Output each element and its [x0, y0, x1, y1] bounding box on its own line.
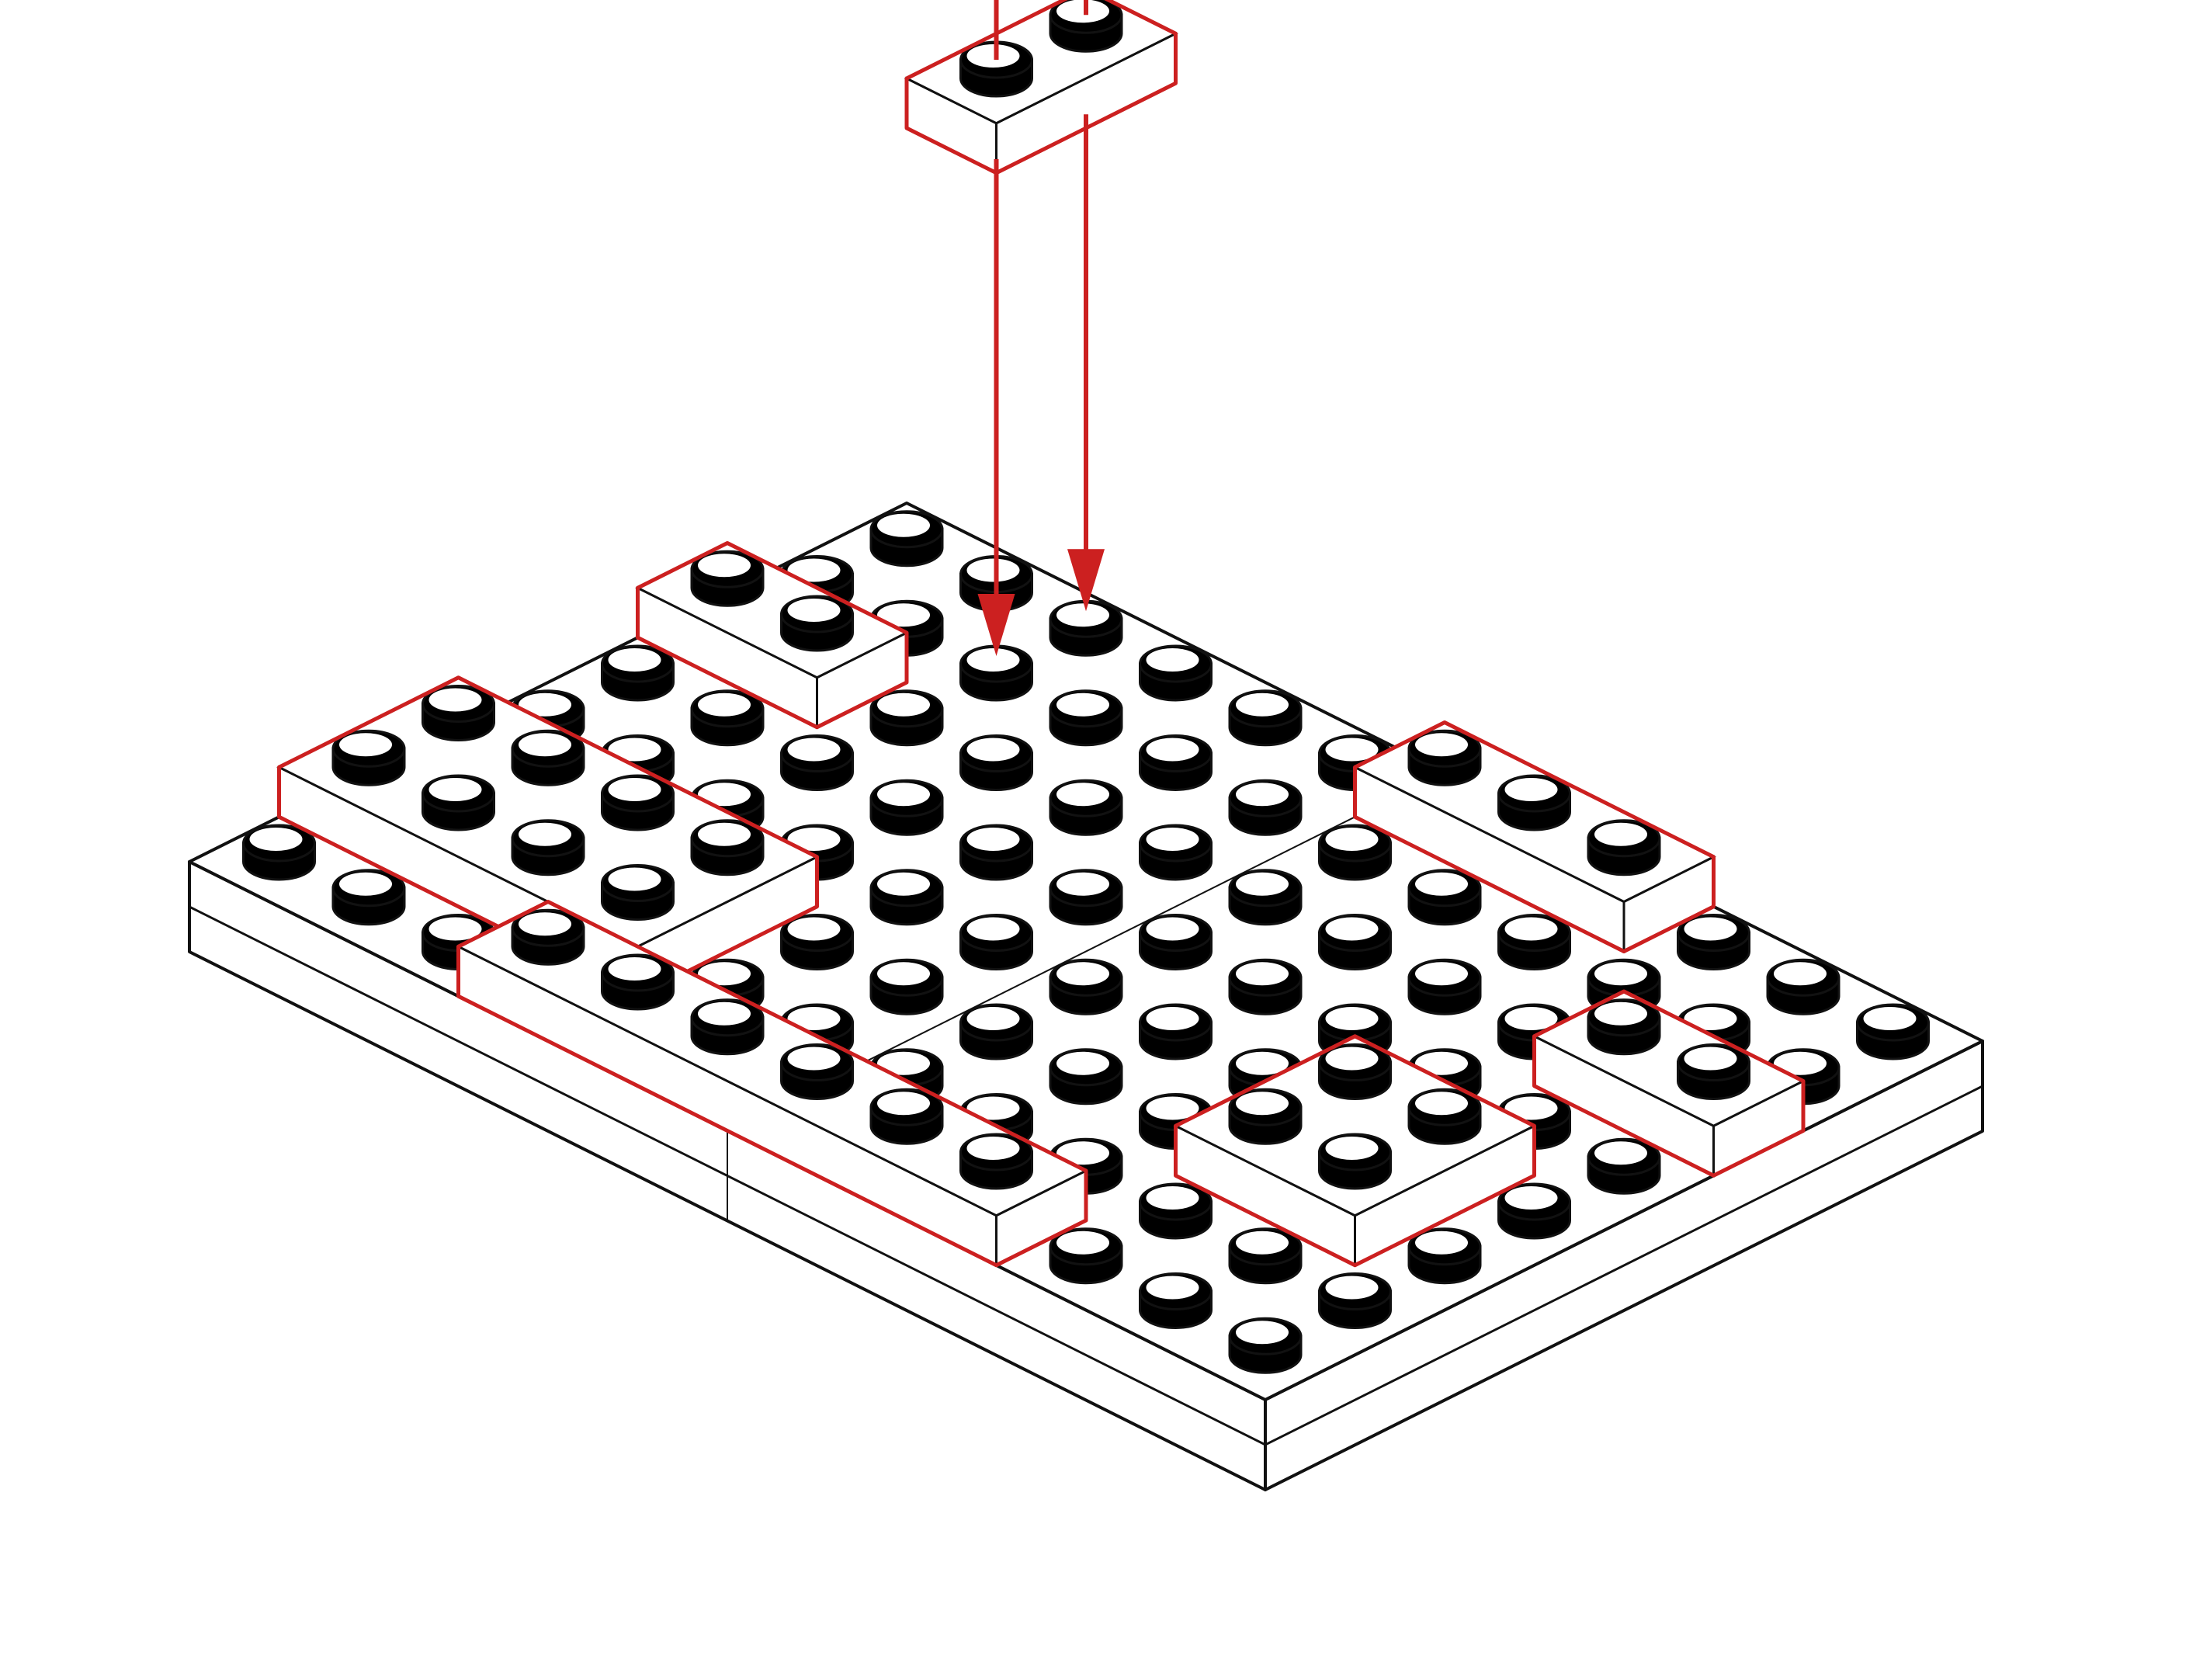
stud [602, 866, 674, 920]
stud [1230, 780, 1301, 835]
stud [1140, 1005, 1212, 1059]
stud [1409, 870, 1480, 925]
stud [1320, 825, 1391, 880]
stud [692, 1000, 763, 1054]
stud [423, 776, 494, 830]
stud [1050, 691, 1122, 745]
stud [1230, 1318, 1301, 1373]
stud [1230, 1089, 1301, 1144]
stud [1050, 1050, 1122, 1104]
stud [1499, 915, 1570, 970]
stud [1140, 825, 1212, 880]
stud [1588, 1139, 1660, 1193]
stud [1409, 960, 1480, 1014]
stud [333, 731, 404, 785]
stud [871, 512, 942, 566]
stud [1230, 1229, 1301, 1283]
stud [1140, 915, 1212, 970]
stud [692, 551, 763, 606]
stud [423, 686, 494, 741]
stud [1588, 821, 1660, 875]
stud [1320, 1045, 1391, 1099]
stud [602, 776, 674, 830]
stud [961, 1005, 1032, 1059]
stud [1320, 1134, 1391, 1189]
stud [1858, 1005, 1929, 1059]
stud [1409, 1089, 1480, 1144]
stud [782, 915, 853, 970]
stud [692, 691, 763, 745]
stud [1768, 960, 1839, 1014]
stud [1050, 870, 1122, 925]
stud [1230, 691, 1301, 745]
stud [871, 960, 942, 1014]
new-plate-1x2 [907, 0, 1176, 173]
stud [1499, 776, 1570, 830]
stud [961, 915, 1032, 970]
stud [512, 821, 584, 875]
stud [1140, 1184, 1212, 1238]
stud [871, 780, 942, 835]
stud [961, 736, 1032, 790]
stud [1230, 870, 1301, 925]
stud [1678, 1045, 1750, 1099]
stud [1140, 646, 1212, 700]
stud [1140, 736, 1212, 790]
stud [782, 1045, 853, 1099]
stud [1320, 1274, 1391, 1328]
stud [782, 736, 853, 790]
stud [1230, 960, 1301, 1014]
stud [871, 691, 942, 745]
stud [512, 910, 584, 964]
stud [782, 596, 853, 651]
stud [961, 1134, 1032, 1189]
stud [333, 870, 404, 925]
stud [692, 821, 763, 875]
stud [1140, 1274, 1212, 1328]
stud [512, 731, 584, 785]
stud [1588, 1000, 1660, 1054]
stud [602, 646, 674, 700]
stud [871, 1089, 942, 1144]
stud [1050, 960, 1122, 1014]
stud [1050, 1229, 1122, 1283]
stud [1320, 915, 1391, 970]
stud [961, 825, 1032, 880]
stud [244, 825, 315, 880]
stud [602, 955, 674, 1009]
stud [1499, 1184, 1570, 1238]
stud [1409, 731, 1480, 785]
stud [1050, 780, 1122, 835]
stud [871, 870, 942, 925]
stud [1678, 915, 1750, 970]
stud [1409, 1229, 1480, 1283]
